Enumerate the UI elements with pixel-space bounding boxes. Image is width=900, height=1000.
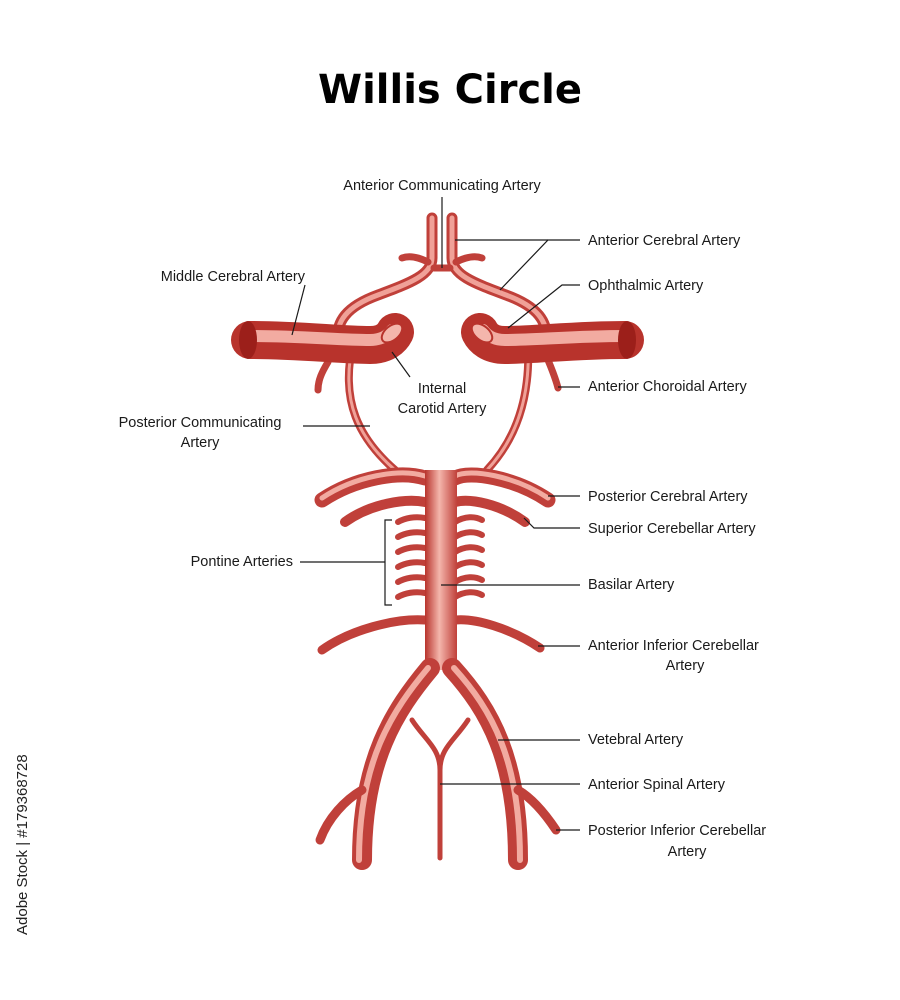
leader-lines [291,197,580,831]
label-anterior-inferior-cerebellar-line2: Artery [666,658,705,674]
basilar-artery [425,470,457,670]
label-posterior-inferior-cerebellar-line1: Posterior Inferior Cerebellar [588,823,766,839]
label-pontine-arteries: Pontine Arteries [191,554,293,570]
pontine-arteries [395,514,485,600]
side-watermark-text: Adobe Stock | #179368728 [14,754,31,935]
label-internal-carotid-line2: Carotid Artery [398,401,487,417]
middle-cerebral-left [231,313,414,364]
anterior-cerebral-arteries [331,212,553,346]
middle-cerebral-right [461,313,644,364]
label-anterior-inferior-cerebellar-line1: Anterior Inferior Cerebellar [588,638,759,654]
vertebral-arteries [352,658,528,870]
posterior-inferior-cerebellar-arteries [315,785,561,845]
label-posterior-inferior-cerebellar-line2: Artery [668,844,707,860]
label-anterior-communicating-artery: Anterior Communicating Artery [343,178,541,194]
label-posterior-communicating-line2: Artery [181,435,220,451]
label-posterior-cerebral-artery: Posterior Cerebral Artery [588,489,748,505]
label-ophthalmic-artery: Ophthalmic Artery [588,278,704,294]
label-superior-cerebellar-artery: Superior Cerebellar Artery [588,521,756,537]
superior-cerebellar-arteries [340,495,530,527]
anterior-inferior-cerebellar-arteries [317,615,545,655]
label-anterior-spinal-artery: Anterior Spinal Artery [588,777,726,793]
label-anterior-cerebral-artery: Anterior Cerebral Artery [588,233,741,249]
label-middle-cerebral-artery: Middle Cerebral Artery [161,269,306,285]
anterior-choroidal-arteries [314,356,562,394]
label-internal-carotid-line1: Internal [418,381,466,397]
label-vertebral-artery: Vetebral Artery [588,732,684,748]
label-basilar-artery: Basilar Artery [588,577,675,593]
label-posterior-communicating-line1: Posterior Communicating [119,415,282,431]
labels: Anterior Communicating Artery Anterior C… [119,178,767,860]
artery-artwork [231,212,644,870]
label-anterior-choroidal-artery: Anterior Choroidal Artery [588,379,748,395]
anterior-spinal-artery [409,717,471,861]
diagram-title: Willis Circle [318,67,582,113]
posterior-cerebral-arteries [314,467,556,508]
upper-side-branches [398,253,486,266]
